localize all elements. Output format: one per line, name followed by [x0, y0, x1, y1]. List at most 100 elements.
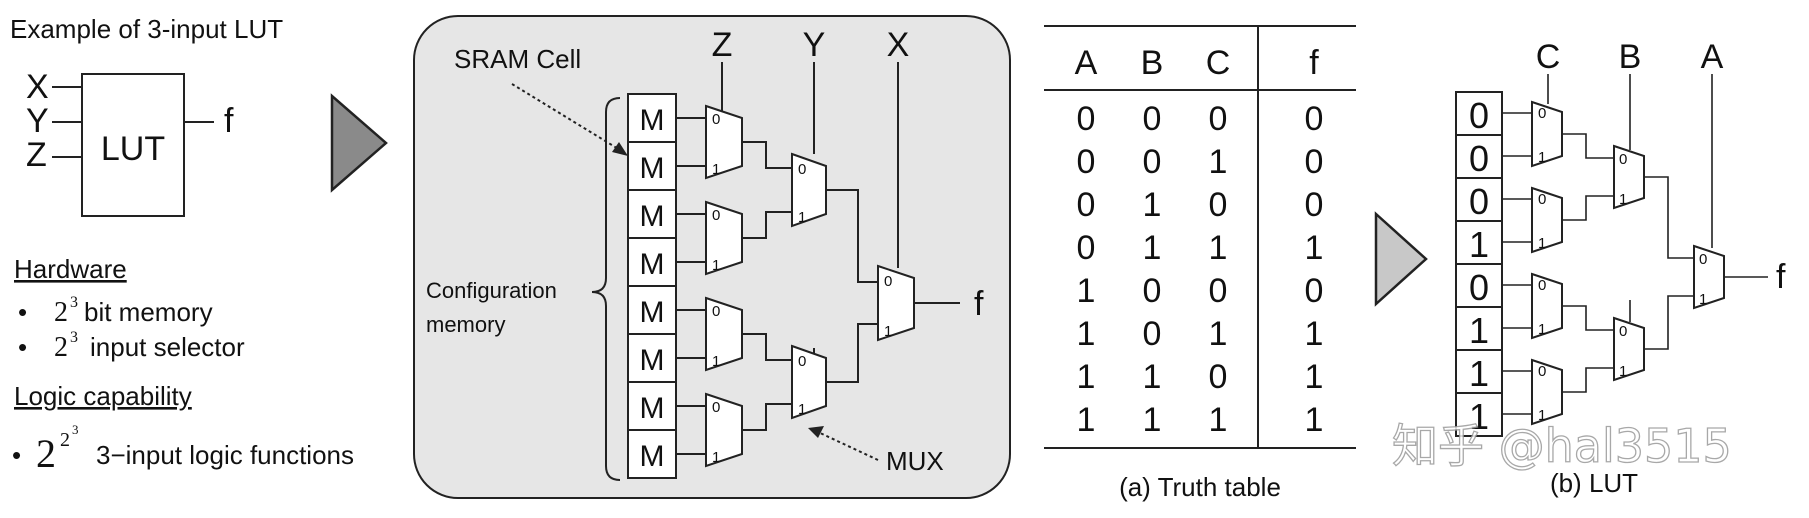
sram-cell-label: M [640, 104, 665, 137]
svg-text:0: 0 [1209, 358, 1228, 396]
svg-text:1: 1 [884, 323, 892, 340]
lut-b-bit-value: 1 [1469, 353, 1489, 394]
svg-text:1: 1 [1619, 191, 1627, 208]
svg-text:1: 1 [1305, 401, 1324, 439]
logic-text: 3−input logic functions [96, 440, 354, 470]
lut-b-mux-stage3 [1693, 244, 1725, 310]
sram-pointer-arrowhead [612, 142, 628, 156]
svg-text:1: 1 [712, 161, 720, 178]
lut-b-bit-column: 0 0 0 1 0 1 1 1 [1455, 91, 1503, 437]
svg-text:0: 0 [712, 111, 720, 128]
mux-tree-wires [676, 62, 960, 455]
svg-text:1: 1 [1077, 358, 1096, 396]
svg-text:1: 1 [1143, 229, 1162, 267]
svg-text:0: 0 [1305, 143, 1324, 181]
mux-stage2 [791, 152, 827, 228]
lut-b-bit-value: 0 [1469, 95, 1489, 136]
lut-b-bit-value: 0 [1469, 267, 1489, 308]
svg-text:0: 0 [1077, 186, 1096, 224]
svg-text:1: 1 [1305, 358, 1324, 396]
svg-text:0: 0 [1143, 143, 1162, 181]
lut-b-selector-a: A [1701, 38, 1724, 76]
table-row: 0 0 1 0 [1077, 143, 1324, 181]
logic-bullet: • [12, 440, 21, 470]
config-memory-label-line2: memory [426, 312, 505, 337]
lut-b-mux-input-labels: 0 1 0 1 0 1 0 1 0 1 0 1 0 1 [1538, 105, 1707, 424]
lut-b-mux-stage1 [1531, 186, 1563, 254]
hardware-text-2: input selector [90, 332, 245, 362]
lut-b-mux-stage2 [1613, 316, 1645, 382]
logic-heading: Logic capability [14, 381, 192, 411]
svg-text:1: 1 [798, 401, 806, 418]
svg-text:1: 1 [1619, 363, 1627, 380]
hardware-text-1: bit memory [84, 297, 213, 327]
sram-cell [627, 429, 677, 479]
logic-base: 2 [36, 431, 56, 476]
mux-pointer-arrowhead [808, 426, 824, 438]
svg-text:0: 0 [712, 399, 720, 416]
svg-text:1: 1 [1143, 358, 1162, 396]
lut-block [81, 73, 185, 217]
svg-text:0: 0 [1209, 272, 1228, 310]
svg-text:1: 1 [712, 257, 720, 274]
config-memory-brace [591, 97, 621, 481]
svg-text:0: 0 [1143, 272, 1162, 310]
lut-output-label: f [224, 102, 234, 140]
svg-text:0: 0 [1209, 100, 1228, 138]
svg-text:1: 1 [1143, 186, 1162, 224]
svg-text:1: 1 [798, 209, 806, 226]
table-row: 1 1 1 1 [1077, 401, 1324, 439]
svg-text:1: 1 [1077, 272, 1096, 310]
lut-b-caption: (b) LUT [1550, 468, 1638, 498]
svg-text:0: 0 [1143, 100, 1162, 138]
truth-table-caption: (a) Truth table [1119, 472, 1281, 502]
mux-stage2 [791, 344, 827, 420]
mux-pointer-arrow [817, 431, 879, 461]
table-header-c: C [1206, 44, 1231, 82]
svg-text:0: 0 [1538, 191, 1546, 208]
svg-text:1: 1 [1209, 315, 1228, 353]
sram-cell-label: M [640, 344, 665, 377]
lut-b-bit-cell [1455, 177, 1503, 222]
table-row: 0 0 0 0 [1077, 100, 1324, 138]
svg-text:0: 0 [1538, 363, 1546, 380]
sram-cell-label: M [640, 152, 665, 185]
mux-stage3 [877, 264, 915, 342]
hardware-bullet-1: • [18, 297, 27, 327]
hardware-base-2: 2 [54, 332, 68, 363]
svg-text:0: 0 [712, 303, 720, 320]
hardware-exp-1: 3 [70, 294, 78, 311]
hardware-bullet-2: • [18, 332, 27, 362]
lut-b-bit-value: 1 [1469, 396, 1489, 437]
table-row: 1 0 0 0 [1077, 272, 1324, 310]
svg-text:1: 1 [1538, 321, 1546, 338]
svg-text:1: 1 [1209, 229, 1228, 267]
watermark: 知乎 @hal3515 [1392, 419, 1732, 473]
table-header-a: A [1075, 44, 1098, 82]
sram-cell-column: M M M M M M M M [627, 93, 677, 479]
svg-text:0: 0 [798, 161, 806, 178]
lut-b-bit-cell [1455, 91, 1503, 136]
hardware-base-1: 2 [54, 297, 68, 328]
sram-cell-label: M [640, 296, 665, 329]
mux-input-labels: 0 1 0 1 0 1 0 1 0 1 0 1 0 1 [712, 111, 892, 466]
svg-text:1: 1 [712, 449, 720, 466]
svg-text:0: 0 [1699, 251, 1707, 268]
svg-text:0: 0 [1077, 229, 1096, 267]
svg-text:0: 0 [1538, 105, 1546, 122]
lut-output-f: f [974, 285, 984, 323]
lut-b-selector-b: B [1619, 38, 1642, 76]
svg-text:1: 1 [1305, 315, 1324, 353]
svg-text:1: 1 [1538, 407, 1546, 424]
table-row: 0 1 0 0 [1077, 186, 1324, 224]
lut-b-mux-stage1 [1531, 358, 1563, 426]
svg-text:0: 0 [1077, 100, 1096, 138]
svg-text:1: 1 [1077, 315, 1096, 353]
table-header-b: B [1141, 44, 1164, 82]
lut-b-mux-stage1 [1531, 100, 1563, 168]
lut-example-panel: Example of 3-input LUT X Y Z LUT f Hardw… [10, 14, 354, 476]
svg-text:1: 1 [1209, 401, 1228, 439]
svg-text:1: 1 [1143, 401, 1162, 439]
lut-b-output-f: f [1776, 258, 1786, 296]
lut-b-wires [1502, 74, 1768, 415]
